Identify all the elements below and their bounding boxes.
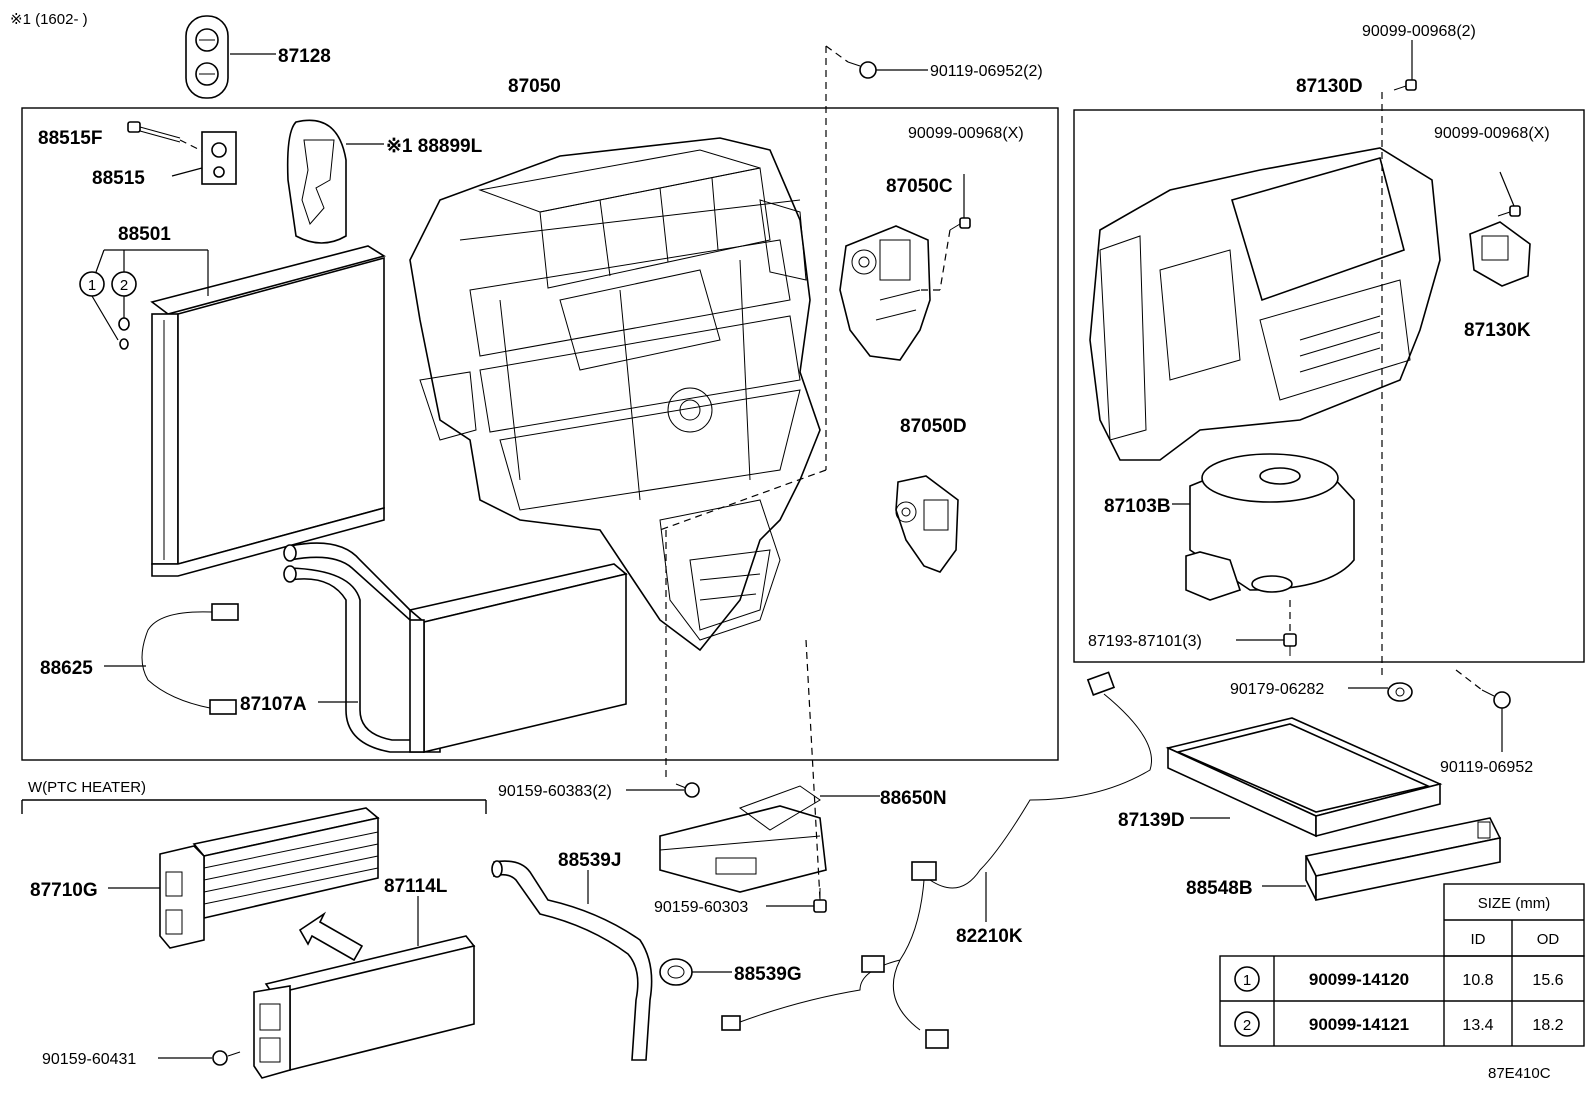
size-row-2-od: 18.2 [1532,1017,1563,1034]
label-90179-06282: 90179-06282 [1230,681,1324,698]
servo-motor-87050D [895,475,959,573]
label-88515F: 88515F [38,128,102,149]
label-87050C: 87050C [886,176,953,197]
header-note: ※1 (1602- ) [10,11,88,28]
marker-2-text: 2 [120,277,128,294]
label-90159-60431: 90159-60431 [42,1051,136,1068]
servo-motor-87050C [839,225,931,361]
label-88548B: 88548B [1186,878,1253,899]
label-87050: 87050 [508,76,561,97]
label-90099-00968-2: 90099-00968(2) [1362,23,1476,40]
label-87130K: 87130K [1464,320,1531,341]
screw-90099-00968-2 [1393,79,1417,91]
heater-core-87107A [283,542,628,754]
o-ring-1 [118,317,130,331]
evaporator-88501 [150,245,386,577]
bolt-90119-06952 [1481,689,1511,709]
wire-harness-82210K [721,671,1152,1049]
size-row-2-id: 13.4 [1462,1017,1493,1034]
label-88625: 88625 [40,658,93,679]
diagram-code: 87E410C [1488,1065,1551,1082]
blower-motor-87103B [1185,453,1355,601]
size-row-2-part: 90099-14121 [1309,1015,1409,1034]
label-88515: 88515 [92,168,145,189]
screw-90159-60383 [675,782,700,798]
arrow-indicator [298,911,364,962]
label-87114L: 87114L [384,876,448,897]
o-ring-2 [119,338,129,350]
label-87710G: 87710G [30,880,98,901]
label-90159-60303: 90159-60303 [654,899,748,916]
bolt-90119-06952-2 [847,61,877,79]
label-90099-00968-X-left: 90099-00968(X) [908,125,1024,142]
label-87128: 87128 [278,46,331,67]
ptc-group-bracket [21,799,487,814]
drain-hose-88539J [491,860,653,1061]
label-90099-00968-X-right: 90099-00968(X) [1434,125,1550,142]
size-table: SIZE (mm) ID OD 1 90099-14120 10.8 15.6 … [1219,883,1585,1047]
filter-cover-88548B [1304,817,1502,901]
label-88539J: 88539J [558,850,621,871]
blower-unit-frame [1073,109,1585,663]
label-87193-87101-3: 87193-87101(3) [1088,633,1202,650]
size-row-1-part: 90099-14120 [1309,970,1409,989]
resistor-87130K [1469,221,1531,287]
bolt-88515F [127,121,181,143]
size-row-1-od: 15.6 [1532,972,1563,989]
screw-90099-00968-right [1497,205,1521,217]
marker-1-text: 1 [88,277,96,294]
label-90119-06952: 90119-06952 [1440,759,1533,776]
size-table-col-od: OD [1537,931,1560,948]
ptc-heater-87710G [159,807,380,949]
screw-90159-60431 [212,1050,241,1066]
label-87139D: 87139D [1118,810,1185,831]
thermistor-88625 [141,603,239,715]
label-87130D: 87130D [1296,76,1363,97]
label-90119-06952-2: 90119-06952(2) [930,63,1043,80]
size-row-2-marker: 2 [1243,1017,1251,1034]
gasket-88899L [286,119,347,244]
expansion-valve-88515 [201,131,237,185]
label-88501: 88501 [118,224,171,245]
ptc-group-label: W(PTC HEATER) [28,779,146,796]
label-90159-60383-2: 90159-60383(2) [498,783,612,800]
control-unit-88650N [659,785,827,893]
size-table-col-id: ID [1471,931,1486,948]
label-87107A: 87107A [240,694,307,715]
grommet-88539G [659,958,693,986]
size-row-1-marker: 1 [1243,972,1251,989]
ptc-heater-87114L [253,935,476,1079]
main-unit-frame [21,107,1059,761]
label-88899L: ※1 88899L [386,136,483,157]
hvac-case-87050 [409,137,821,652]
screw-87193-87101 [1283,633,1297,656]
grommet-87128 [185,15,229,99]
cabin-filter-87139D [1165,717,1443,838]
size-row-1-id: 10.8 [1462,972,1493,989]
nut-90179-06282 [1387,682,1413,702]
blower-case-87130D [1089,147,1441,461]
screw-90159-60303 [813,888,827,913]
size-table-title: SIZE (mm) [1478,895,1551,912]
label-87050D: 87050D [900,416,967,437]
label-88539G: 88539G [734,964,802,985]
label-82210K: 82210K [956,926,1023,947]
label-88650N: 88650N [880,788,947,809]
screw-90099-00968-left [949,217,971,231]
label-87103B: 87103B [1104,496,1171,517]
